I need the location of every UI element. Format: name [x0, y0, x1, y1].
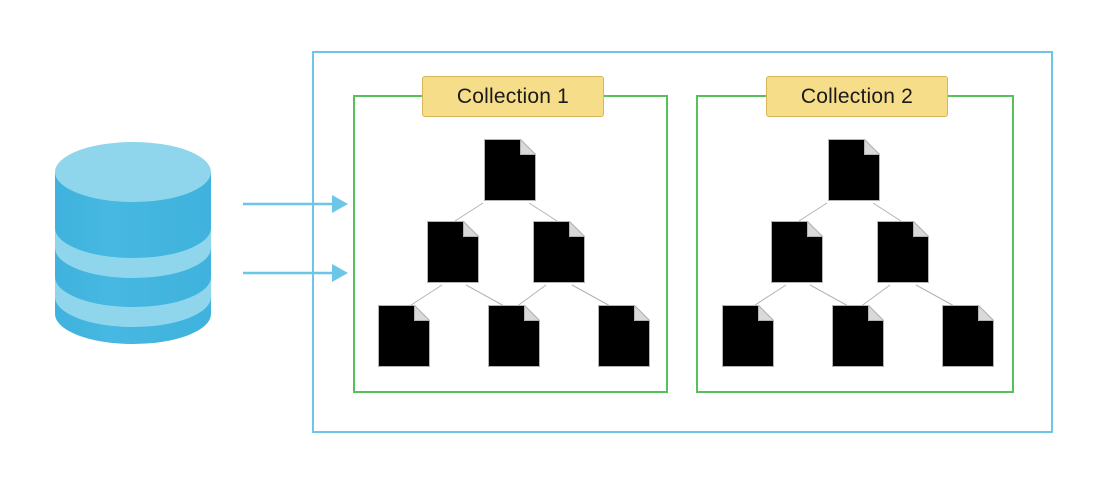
- document-icon[interactable]: [722, 305, 774, 367]
- tree-connector: [571, 284, 613, 308]
- tree-connector: [915, 284, 957, 308]
- document-icon[interactable]: [378, 305, 430, 367]
- collection-1-box: [353, 95, 668, 393]
- collection-2-tree: [722, 139, 994, 367]
- collection-1-group[interactable]: [353, 95, 668, 393]
- document-icon[interactable]: [533, 221, 585, 283]
- collection-1-label[interactable]: Collection 1: [422, 76, 604, 117]
- collection-2-box: [696, 95, 1014, 393]
- document-icon[interactable]: [484, 139, 536, 201]
- document-icon[interactable]: [427, 221, 479, 283]
- document-icon[interactable]: [877, 221, 929, 283]
- tree-connector: [515, 284, 547, 308]
- collections-container: [312, 51, 1053, 433]
- arrow-to-collections-1: [243, 195, 348, 213]
- document-icon[interactable]: [828, 139, 880, 201]
- document-icon[interactable]: [771, 221, 823, 283]
- collection-2-label[interactable]: Collection 2: [766, 76, 948, 117]
- collection-1-tree: [378, 139, 650, 367]
- tree-connector: [751, 284, 787, 308]
- tree-connector: [798, 202, 828, 222]
- tree-connector: [859, 284, 891, 308]
- document-icon[interactable]: [488, 305, 540, 367]
- tree-connector: [528, 202, 558, 222]
- document-icon[interactable]: [832, 305, 884, 367]
- database-cylinder-icon[interactable]: [55, 142, 211, 344]
- tree-connector: [465, 284, 507, 308]
- collection-2-group[interactable]: [696, 95, 1014, 393]
- document-icon[interactable]: [942, 305, 994, 367]
- arrow-to-collections-2: [243, 264, 348, 282]
- tree-connector: [407, 284, 443, 308]
- document-icon[interactable]: [598, 305, 650, 367]
- tree-connector: [809, 284, 851, 308]
- tree-connector: [872, 202, 902, 222]
- tree-connector: [454, 202, 484, 222]
